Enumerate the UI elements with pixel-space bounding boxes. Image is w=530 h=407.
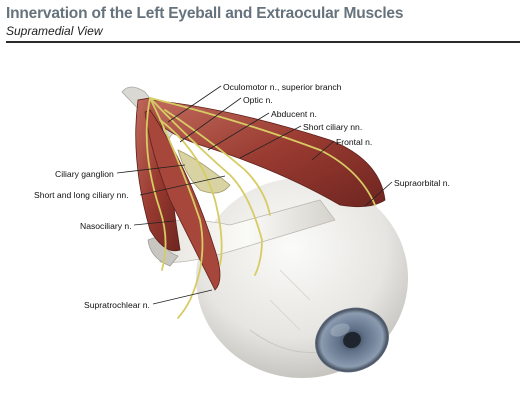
labels: Oculomotor n., superior branch Optic n. … — [34, 82, 450, 310]
figure-subtitle: Supramedial View — [6, 24, 103, 38]
label-supraorbital: Supraorbital n. — [394, 178, 450, 188]
iris — [315, 307, 389, 373]
label-oculomotor: Oculomotor n., superior branch — [223, 82, 342, 92]
label-abducent: Abducent n. — [271, 109, 317, 119]
label-ciliary-ganglion: Ciliary ganglion — [55, 169, 114, 179]
label-optic: Optic n. — [243, 95, 273, 105]
label-short-long-ciliary: Short and long ciliary nn. — [34, 190, 129, 200]
label-short-ciliary: Short ciliary nn. — [303, 122, 362, 132]
header-rule — [6, 41, 520, 43]
label-frontal: Frontal n. — [336, 137, 372, 147]
leader-lines — [116, 85, 393, 305]
figure-title: Innervation of the Left Eyeball and Extr… — [6, 5, 404, 22]
label-supratrochlear: Supratrochlear n. — [84, 300, 150, 310]
label-nasociliary: Nasociliary n. — [80, 221, 132, 231]
nerves — [145, 97, 376, 319]
